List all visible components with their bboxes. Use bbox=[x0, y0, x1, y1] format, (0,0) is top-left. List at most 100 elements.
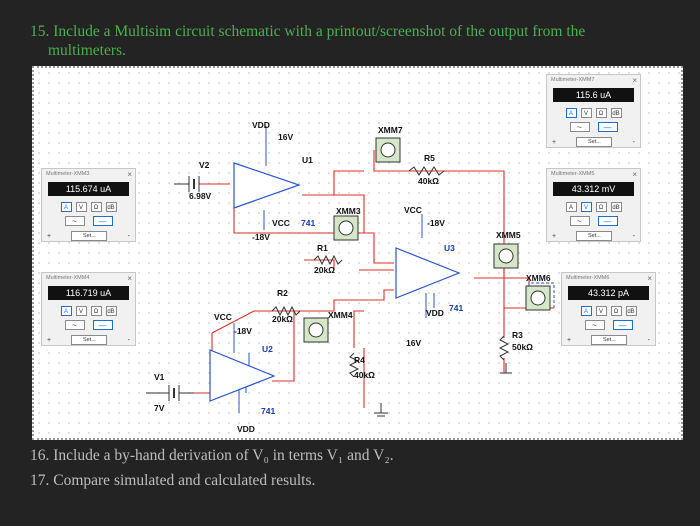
volt-mode-button[interactable]: V bbox=[75, 202, 87, 212]
amp-mode-button[interactable]: A bbox=[580, 306, 592, 316]
question-16: 16. Include a by-hand derivation of V₀ i… bbox=[30, 447, 394, 464]
minus-terminal-icon: - bbox=[127, 232, 130, 240]
label-u3: U3 bbox=[444, 243, 455, 253]
ohm-mode-button[interactable]: Ω bbox=[595, 108, 607, 118]
probe-xmm7[interactable] bbox=[375, 137, 401, 163]
label-xmm7: XMM7 bbox=[378, 125, 403, 135]
multimeter-title: Multimeter-XMM5 bbox=[551, 171, 595, 177]
set-button[interactable]: Set... bbox=[576, 137, 613, 147]
probe-xmm6[interactable] bbox=[525, 285, 551, 311]
set-button[interactable]: Set... bbox=[71, 231, 108, 241]
close-icon[interactable]: × bbox=[647, 274, 652, 283]
label-xmm6: XMM6 bbox=[526, 273, 551, 283]
db-mode-button[interactable]: dB bbox=[105, 202, 117, 212]
dc-button[interactable]: — bbox=[612, 320, 633, 330]
multimeter-reading: 115.6 uA bbox=[553, 88, 634, 102]
label-vcc-2: VCC bbox=[404, 205, 422, 215]
label-u2: U2 bbox=[262, 344, 273, 354]
ac-button[interactable]: ~ bbox=[569, 216, 590, 226]
close-icon[interactable]: × bbox=[127, 170, 132, 179]
close-icon[interactable]: × bbox=[127, 274, 132, 283]
label-16v-1: 16V bbox=[278, 132, 293, 142]
dc-button[interactable]: — bbox=[92, 320, 113, 330]
resistor-r5[interactable] bbox=[408, 166, 445, 176]
multimeter-title: Multimeter-XMM3 bbox=[46, 171, 90, 177]
resistor-r4[interactable] bbox=[348, 352, 360, 378]
ac-button[interactable]: ~ bbox=[569, 122, 590, 132]
close-icon[interactable]: × bbox=[632, 170, 637, 179]
label-r3-value: 50kΩ bbox=[512, 342, 533, 352]
label-minus18v-3: -18V bbox=[234, 326, 252, 336]
dc-button[interactable]: — bbox=[597, 122, 618, 132]
resistor-r3[interactable] bbox=[498, 335, 510, 361]
ohm-mode-button[interactable]: Ω bbox=[595, 202, 607, 212]
volt-mode-button[interactable]: V bbox=[580, 108, 592, 118]
minus-terminal-icon: - bbox=[647, 336, 650, 344]
set-button[interactable]: Set... bbox=[576, 231, 613, 241]
amp-mode-button[interactable]: A bbox=[565, 108, 577, 118]
amp-mode-button[interactable]: A bbox=[565, 202, 577, 212]
ac-button[interactable]: ~ bbox=[584, 320, 605, 330]
label-r1: R1 bbox=[317, 243, 328, 253]
label-v1-value: 7V bbox=[154, 403, 165, 413]
question-15-line1: 15. Include a Multisim circuit schematic… bbox=[30, 23, 586, 40]
amp-mode-button[interactable]: A bbox=[60, 202, 72, 212]
label-741-2: 741 bbox=[449, 303, 463, 313]
resistor-r1[interactable] bbox=[313, 254, 343, 266]
label-r2: R2 bbox=[277, 288, 288, 298]
volt-mode-button[interactable]: V bbox=[595, 306, 607, 316]
plus-terminal-icon: + bbox=[47, 336, 52, 344]
plus-terminal-icon: + bbox=[567, 336, 572, 344]
label-vdd-2: VDD bbox=[426, 308, 444, 318]
probe-xmm3[interactable] bbox=[333, 215, 359, 241]
amp-mode-button[interactable]: A bbox=[60, 306, 72, 316]
multimeter-reading: 43.312 mV bbox=[553, 182, 634, 196]
label-v1: V1 bbox=[154, 372, 165, 382]
volt-mode-button[interactable]: V bbox=[75, 306, 87, 316]
label-741-3: 741 bbox=[261, 406, 275, 416]
ohm-mode-button[interactable]: Ω bbox=[90, 306, 102, 316]
probe-xmm4[interactable] bbox=[303, 317, 329, 343]
multimeter-title: Multimeter-XMM7 bbox=[551, 77, 595, 83]
close-icon[interactable]: × bbox=[632, 76, 637, 85]
minus-terminal-icon: - bbox=[632, 138, 635, 146]
ac-button[interactable]: ~ bbox=[64, 320, 85, 330]
opamp-u1[interactable] bbox=[233, 162, 301, 209]
db-mode-button[interactable]: dB bbox=[610, 202, 622, 212]
ohm-mode-button[interactable]: Ω bbox=[610, 306, 622, 316]
label-xmm3: XMM3 bbox=[336, 206, 361, 216]
opamp-u2[interactable] bbox=[209, 349, 276, 402]
resistor-r2[interactable] bbox=[271, 305, 301, 317]
label-r1-value: 20kΩ bbox=[314, 265, 335, 275]
ground-icon bbox=[374, 363, 512, 417]
set-button[interactable]: Set... bbox=[71, 335, 108, 345]
ohm-mode-button[interactable]: Ω bbox=[90, 202, 102, 212]
db-mode-button[interactable]: dB bbox=[625, 306, 637, 316]
minus-terminal-icon: - bbox=[632, 232, 635, 240]
set-button[interactable]: Set... bbox=[591, 335, 628, 345]
multimeter-reading: 115.674 uA bbox=[48, 182, 129, 196]
dc-button[interactable]: — bbox=[597, 216, 618, 226]
opamp-u3[interactable] bbox=[395, 247, 461, 299]
multimeter-title: Multimeter-XMM6 bbox=[566, 275, 610, 281]
label-r3: R3 bbox=[512, 330, 523, 340]
db-mode-button[interactable]: dB bbox=[610, 108, 622, 118]
label-v2-value: 6.98V bbox=[189, 191, 212, 201]
db-mode-button[interactable]: dB bbox=[105, 306, 117, 316]
probe-xmm5[interactable] bbox=[493, 243, 519, 269]
dc-button[interactable]: — bbox=[92, 216, 113, 226]
volt-mode-button[interactable]: V bbox=[580, 202, 592, 212]
label-minus18v-2: -18V bbox=[427, 218, 445, 228]
label-r4: R4 bbox=[354, 355, 365, 365]
battery-v2[interactable] bbox=[174, 176, 200, 192]
label-v2: V2 bbox=[199, 160, 210, 170]
plus-terminal-icon: + bbox=[47, 232, 52, 240]
battery-v1[interactable] bbox=[146, 385, 194, 401]
ac-button[interactable]: ~ bbox=[64, 216, 85, 226]
label-xmm5: XMM5 bbox=[496, 230, 521, 240]
